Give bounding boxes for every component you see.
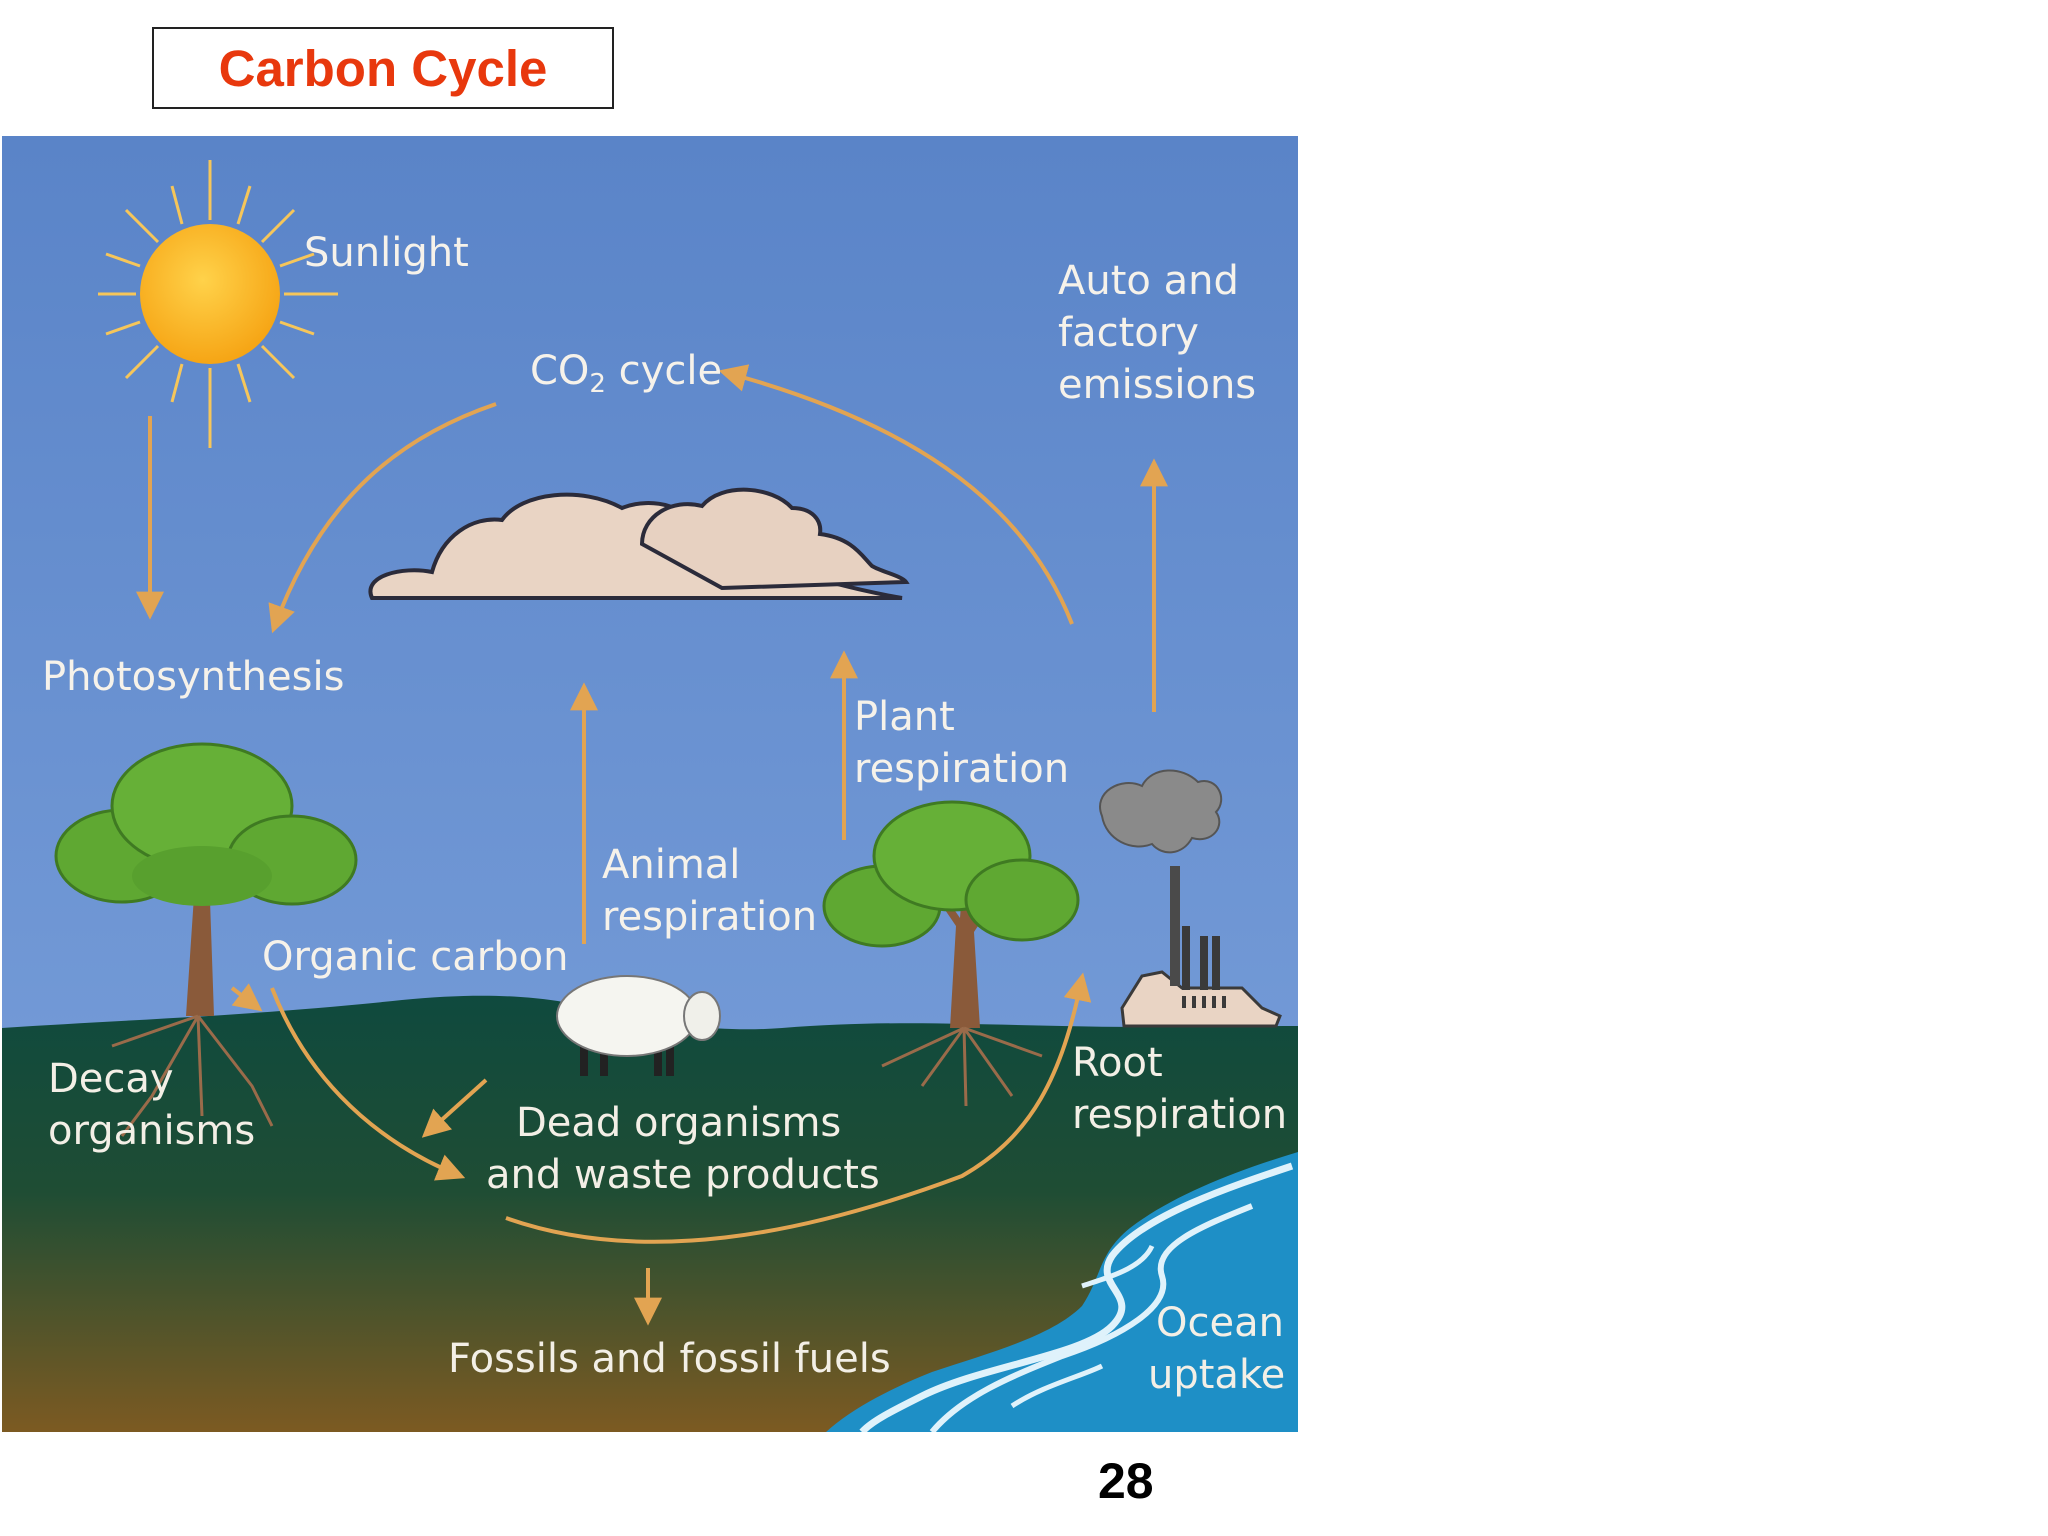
ground xyxy=(2,995,1298,1432)
carbon-cycle-diagram: Sunlight CO2 cycle Auto and factory emis… xyxy=(2,136,1298,1432)
dead-organisms-label-2: and waste products xyxy=(486,1152,880,1198)
animal-respiration-label: Animal xyxy=(602,842,740,888)
root-respiration-label: Root xyxy=(1072,1040,1163,1086)
fossils-label: Fossils and fossil fuels xyxy=(448,1336,891,1382)
dead-to-root-arrow xyxy=(505,972,1092,1244)
dead-organisms-label: Dead organisms xyxy=(516,1100,841,1146)
sun-icon xyxy=(98,160,338,448)
organic-carbon-down-arrow xyxy=(270,987,466,1181)
root-respiration-label-2: respiration xyxy=(1072,1092,1287,1138)
tree-to-ground-arrow xyxy=(230,983,263,1012)
emissions-to-co2-arrow xyxy=(718,364,1074,625)
tree-icon xyxy=(54,742,358,1137)
sunlight-label: Sunlight xyxy=(304,230,469,276)
plant-respiration-label-2: respiration xyxy=(854,746,1069,792)
decay-organisms-label: Decay xyxy=(48,1056,174,1102)
cycle-arrows xyxy=(136,364,1168,1326)
auto-emissions-label: Auto and xyxy=(1058,258,1239,304)
factory-icon xyxy=(1099,769,1282,1028)
tree-icon xyxy=(822,800,1080,1107)
co2-to-photosynthesis-arrow xyxy=(268,402,497,634)
ocean-uptake-label: Ocean xyxy=(1156,1300,1284,1346)
plant-respiration-label: Plant xyxy=(854,694,955,740)
title-box: Carbon Cycle xyxy=(152,27,614,109)
page-number: 28 xyxy=(1098,1453,1154,1509)
decay-arrow xyxy=(421,1078,488,1138)
organic-carbon-label: Organic carbon xyxy=(262,934,568,980)
auto-emissions-label-3: emissions xyxy=(1058,362,1256,408)
ocean-uptake-label-2: uptake xyxy=(1148,1352,1285,1398)
decay-organisms-label-2: organisms xyxy=(48,1108,255,1154)
ocean-icon xyxy=(826,1152,1298,1432)
cloud-icon xyxy=(368,487,910,600)
sheep-icon xyxy=(556,975,721,1076)
animal-respiration-label-2: respiration xyxy=(602,894,817,940)
photosynthesis-label: Photosynthesis xyxy=(42,654,344,700)
auto-emissions-label-2: factory xyxy=(1058,310,1199,356)
co2-cycle-label: CO2 cycle xyxy=(530,348,722,399)
page-title: Carbon Cycle xyxy=(218,39,548,97)
